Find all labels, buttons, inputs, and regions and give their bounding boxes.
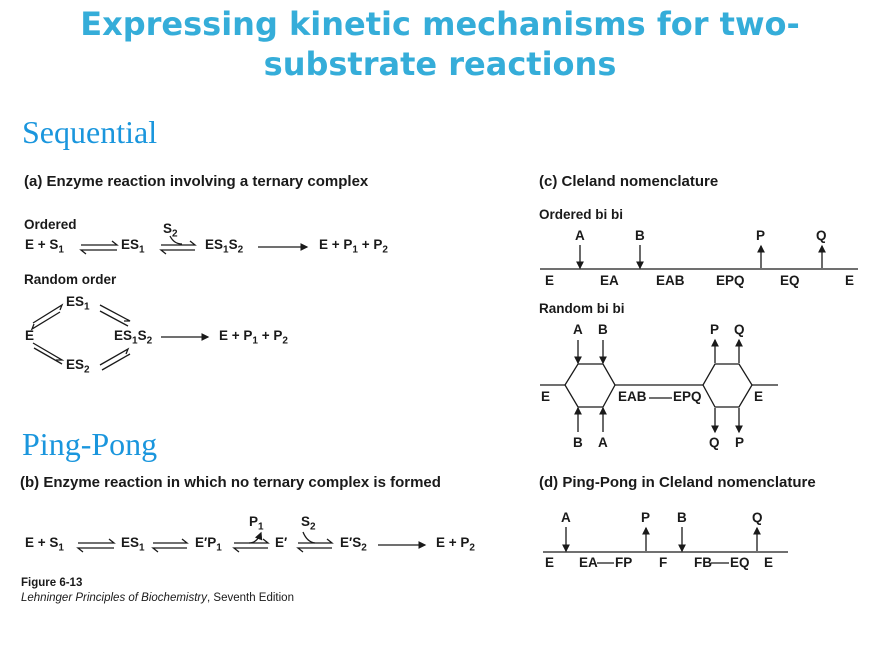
species-e-plus-s1: E + S1 [25, 237, 64, 256]
species-e-final: E [845, 273, 855, 288]
arrow-label-p: P [641, 510, 651, 525]
top-out-q: Q [734, 322, 745, 337]
incoming-s2: S2 [301, 514, 316, 533]
bottom-out-p: P [735, 435, 745, 450]
random-order-label: Random order [24, 272, 117, 287]
panel-d-heading: (d) Ping-Pong in Cleland nomenclature [539, 474, 816, 491]
page-title: Expressing kinetic mechanisms for two- s… [0, 4, 880, 84]
species-es1: ES1 [121, 237, 145, 256]
arrow-label-q: Q [752, 510, 763, 525]
species-epq: EPQ [673, 389, 702, 404]
species-es1: ES1 [121, 535, 145, 554]
species-ea: EA [600, 273, 619, 288]
species-fp: FP [615, 555, 633, 570]
ordered-label: Ordered [24, 217, 77, 232]
title-line-1: Expressing kinetic mechanisms for two- [80, 5, 800, 43]
top-in-a: A [573, 322, 583, 337]
species-e-final: E [754, 389, 764, 404]
arrow-label-p: P [756, 228, 766, 243]
species-es1s2: ES1S2 [205, 237, 244, 256]
title-line-2: substrate reactions [263, 45, 617, 83]
species-e-prime: E′ [275, 535, 288, 550]
species-e: E [545, 555, 555, 570]
species-eq: EQ [780, 273, 800, 288]
released-p1: P1 [249, 514, 264, 533]
species-es2: ES2 [66, 357, 90, 376]
bottom-in-a: A [598, 435, 608, 450]
species-es1s2: ES1S2 [114, 328, 153, 347]
species-e-plus-s1: E + S1 [25, 535, 64, 554]
species-products: E + P1 + P2 [319, 237, 388, 256]
species-e: E [545, 273, 555, 288]
bottom-in-b: B [573, 435, 583, 450]
top-out-p: P [710, 322, 720, 337]
species-products: E + P2 [436, 535, 475, 554]
species-eq: EQ [730, 555, 750, 570]
species-es2: E′S2 [340, 535, 367, 554]
species-products: E + P1 + P2 [219, 328, 288, 347]
panel-c-heading: (c) Cleland nomenclature [539, 173, 719, 190]
species-e: E [25, 328, 35, 343]
species-ep1: E′P1 [195, 535, 222, 554]
top-in-b: B [598, 322, 608, 337]
bottom-out-q: Q [709, 435, 720, 450]
species-ea: EA [579, 555, 598, 570]
incoming-s2: S2 [163, 221, 178, 240]
panel-a-heading: (a) Enzyme reaction involving a ternary … [24, 173, 369, 190]
species-fb: FB [694, 555, 712, 570]
species-e-final: E [764, 555, 774, 570]
species-eab: EAB [656, 273, 685, 288]
source-title: Lehninger Principles of Biochemistry [21, 592, 208, 604]
ordered-bibi-label: Ordered bi bi [539, 207, 624, 222]
panel-b-heading: (b) Enzyme reaction in which no ternary … [20, 474, 441, 491]
section-ping-pong: Ping-Pong [22, 426, 158, 462]
arrow-label-a: A [561, 510, 571, 525]
arrow-label-a: A [575, 228, 585, 243]
species-epq: EPQ [716, 273, 745, 288]
figure-source: Lehninger Principles of Biochemistry, Se… [21, 592, 294, 604]
equilibrium-arrow-icon [79, 240, 119, 255]
section-sequential: Sequential [22, 114, 158, 150]
species-e: E [541, 389, 551, 404]
equilibrium-arrow-icon [159, 235, 197, 255]
species-eab: EAB [618, 389, 647, 404]
random-bibi-label: Random bi bi [539, 301, 625, 316]
arrow-label-q: Q [816, 228, 827, 243]
species-es1: ES1 [66, 294, 90, 313]
arrow-label-b: B [635, 228, 645, 243]
source-edition: , Seventh Edition [207, 592, 294, 604]
species-f: F [659, 555, 668, 570]
arrow-label-b: B [677, 510, 687, 525]
figure-number: Figure 6-13 [21, 577, 83, 589]
